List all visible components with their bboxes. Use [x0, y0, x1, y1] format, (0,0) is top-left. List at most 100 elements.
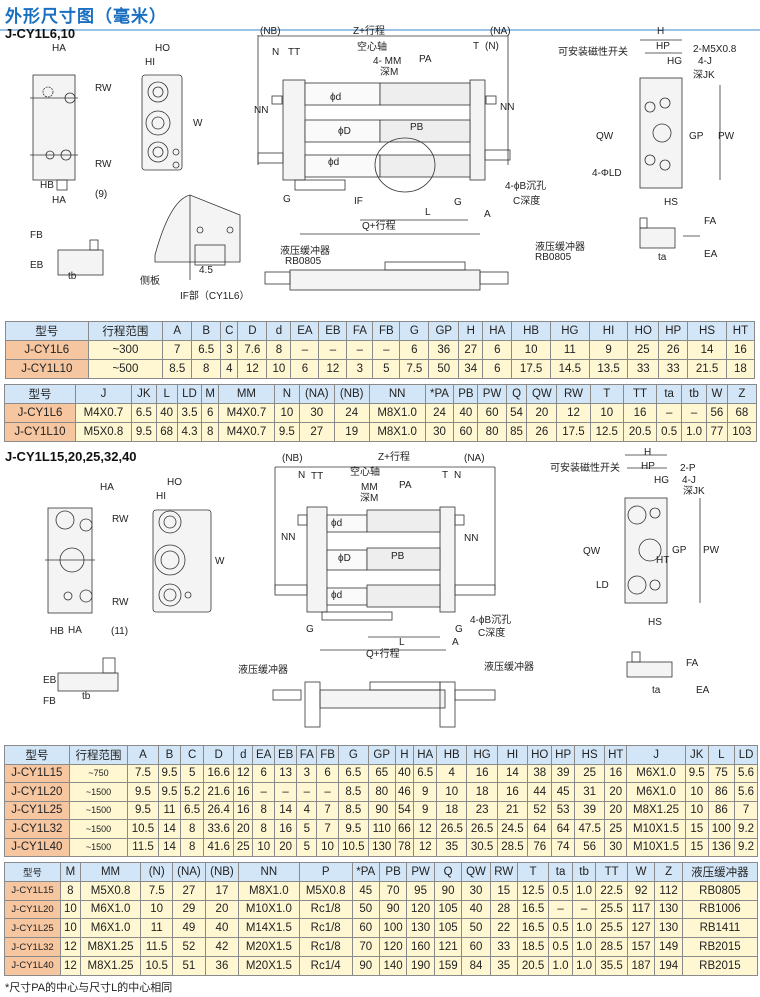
dim-pb: PB: [391, 551, 405, 562]
model-cell: J-CY1L10: [4, 422, 76, 442]
dim-hg: HG: [654, 475, 669, 486]
dim-depth-jk: 深JK: [693, 70, 715, 81]
dim-t: T: [442, 470, 449, 481]
table-cell: 46: [394, 782, 415, 802]
column-header: HA: [413, 745, 438, 765]
dim-ha: HA: [100, 482, 114, 493]
dim-pb: PB: [410, 122, 424, 133]
table-cell: 33.6: [203, 819, 235, 839]
table-cell: M5X0.8: [298, 880, 353, 901]
table-cell: 9.5: [157, 763, 182, 783]
column-header: A: [127, 745, 159, 765]
dim-hs: HS: [648, 617, 662, 628]
column-header: (NA): [298, 384, 335, 404]
dim-depth-jk: 深JK: [683, 486, 705, 497]
column-header: (NB): [204, 862, 239, 882]
table-cell: 64: [527, 819, 553, 839]
dim-qw: QW: [596, 131, 614, 142]
table-cell: M6X1.0: [626, 782, 686, 802]
table-cell: 64: [551, 819, 575, 839]
table-cell: 14: [687, 340, 727, 360]
table-cell: 21.5: [687, 359, 727, 379]
table-cell: 16: [496, 782, 529, 802]
table-cell: 95: [406, 880, 435, 901]
column-header: PW: [406, 862, 435, 882]
table-cell: 42: [204, 937, 239, 957]
table-cell: 7.5: [399, 359, 430, 379]
dim-rw: RW: [95, 83, 112, 94]
table-cell: 50: [428, 359, 460, 379]
table-cell: 90: [351, 955, 380, 976]
table-cell: 16.6: [203, 763, 235, 783]
table-cell: 5.6: [734, 782, 758, 802]
column-header: B: [157, 745, 182, 765]
table-cell: –: [372, 340, 401, 360]
table-cell: ~1500: [68, 837, 129, 857]
dim-qw: QW: [583, 546, 601, 557]
table-cell: 12: [233, 763, 254, 783]
table-cell: 6: [482, 340, 513, 360]
table-cell: 25: [604, 819, 628, 839]
table-cell: 16: [274, 819, 298, 839]
dim-nb: (NB): [260, 26, 281, 37]
dim-j: 4-J: [698, 56, 712, 67]
column-header: Q: [505, 384, 528, 404]
table-cell: 120: [378, 937, 408, 957]
table-cell: 8: [180, 819, 205, 839]
model-cell: J-CY1L6: [5, 340, 89, 360]
table-cell: 157: [626, 937, 656, 957]
table-cell: 9.5: [337, 819, 369, 839]
column-header: HB: [511, 321, 551, 341]
column-header: QW: [461, 862, 491, 882]
table-cell: 8: [191, 359, 222, 379]
dim-z-stroke: Z+行程: [378, 452, 410, 463]
dim-phi-D: ϕD: [338, 126, 351, 137]
table-cell: M4X0.7: [75, 403, 132, 423]
table-cell: 20: [526, 403, 558, 423]
column-header: MM: [217, 384, 275, 404]
table-cell: RB1411: [681, 918, 759, 939]
column-header: HA: [482, 321, 513, 341]
table-cell: 10: [273, 403, 300, 423]
dim-pw: PW: [718, 131, 735, 142]
title-divider: [0, 29, 760, 31]
table-cell: M6X1.0: [79, 918, 142, 939]
table-cell: 10: [316, 837, 339, 857]
table-cell: 9.2: [734, 819, 758, 839]
table-cell: Rc1/8: [298, 918, 353, 939]
table-cell: 50: [461, 918, 491, 939]
model-cell: J-CY1L32: [3, 937, 62, 957]
table-cell: 8: [252, 800, 276, 820]
column-header: 行程范围: [87, 321, 164, 341]
table-cell: 1.0: [571, 880, 597, 901]
table-cell: 9.5: [157, 782, 182, 802]
table-cell: 35: [489, 955, 518, 976]
table-cell: 100: [378, 918, 408, 939]
drawing-cy1l15-40: [45, 454, 701, 728]
dim-phi-d: ϕd: [331, 518, 343, 529]
table-cell: 105: [433, 918, 463, 939]
table-cell: 86: [707, 782, 736, 802]
column-header: EB: [318, 321, 348, 341]
table-cell: 7.5: [127, 763, 159, 783]
table-cell: 52: [527, 800, 553, 820]
table-cell: 6.5: [180, 800, 205, 820]
table-cell: 25: [627, 340, 660, 360]
table-cell: 8: [180, 837, 205, 857]
dim-ta: ta: [658, 252, 667, 263]
table-cell: 76: [527, 837, 553, 857]
table-cell: 0.5: [548, 937, 573, 957]
column-header: HT: [604, 745, 628, 765]
column-header: (NA): [171, 862, 206, 882]
column-header: 型号: [5, 321, 89, 341]
table-cell: 16.5: [516, 899, 550, 920]
table-cell: M8X1.25: [79, 955, 142, 976]
table-cell: M10X1.0: [237, 899, 300, 920]
column-header: H: [458, 321, 484, 341]
column-header: HI: [588, 321, 629, 341]
dim-ld: 4-ΦLD: [592, 168, 622, 179]
dim-depth-m: 深M: [360, 493, 379, 504]
